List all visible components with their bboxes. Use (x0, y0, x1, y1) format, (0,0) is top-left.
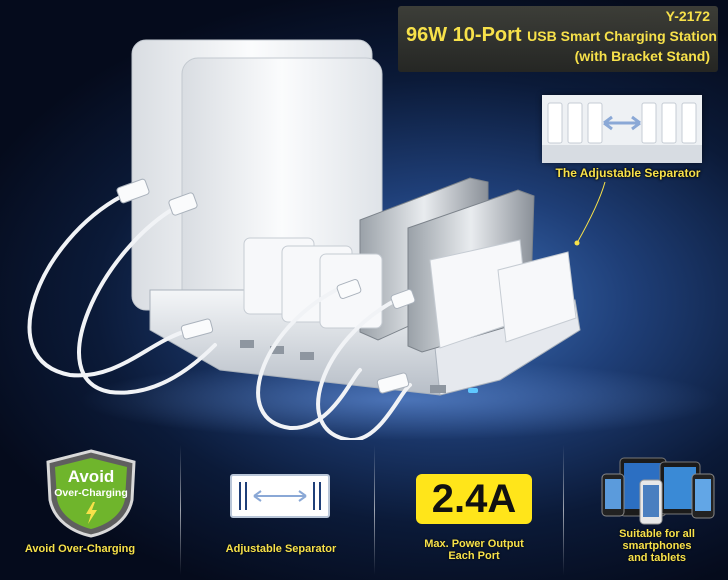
devices-label-line2: smartphones (622, 540, 692, 552)
feature-divider (180, 445, 181, 575)
separator-inset-drawing (542, 95, 702, 163)
usb-plugs (116, 178, 416, 394)
product-title: 96W 10-Port USB Smart Charging Station (406, 24, 717, 47)
badge-line2: Over-Charging (54, 487, 128, 499)
model-number: Y-2172 (665, 8, 710, 24)
badge-line1: Avoid (68, 467, 115, 486)
feature-label-avoid: Avoid Over-Charging (24, 543, 136, 555)
power-output-value: 2.4A (416, 474, 532, 524)
feature-label-power: Max. Power Output Each Port (400, 538, 548, 562)
devices-label-line1: Suitable for all (619, 528, 695, 540)
feature-label-devices: Suitable for all smartphones and tablets (592, 528, 722, 564)
usb-cables (27, 194, 412, 440)
separator-inset-caption: The Adjustable Separator (555, 166, 701, 180)
callout-dot (574, 240, 580, 246)
feature-divider (374, 445, 375, 575)
feature-label-separator: Adjustable Separator (225, 543, 337, 555)
product-subtitle: (with Bracket Stand) (574, 48, 710, 64)
power-label-line1: Max. Power Output (424, 538, 524, 550)
double-arrow-icon (239, 482, 321, 510)
separator-plates (243, 237, 577, 349)
power-label-line2: Each Port (448, 550, 500, 562)
title-main: 96W 10-Port (406, 24, 522, 46)
separator-inset-image (542, 95, 702, 163)
callout-line (576, 181, 606, 244)
lightning-icon (86, 502, 97, 524)
separator-icon (230, 474, 330, 518)
header-box: Y-2172 96W 10-Port USB Smart Charging St… (398, 6, 718, 72)
devices-label-line3: and tablets (627, 552, 687, 564)
title-rest: USB Smart Charging Station (527, 28, 717, 44)
devices-group-icon (601, 457, 715, 525)
feature-divider (563, 445, 564, 575)
shield-badge-icon: Avoid Over-Charging (46, 449, 136, 538)
charging-station-illustration (27, 39, 720, 440)
